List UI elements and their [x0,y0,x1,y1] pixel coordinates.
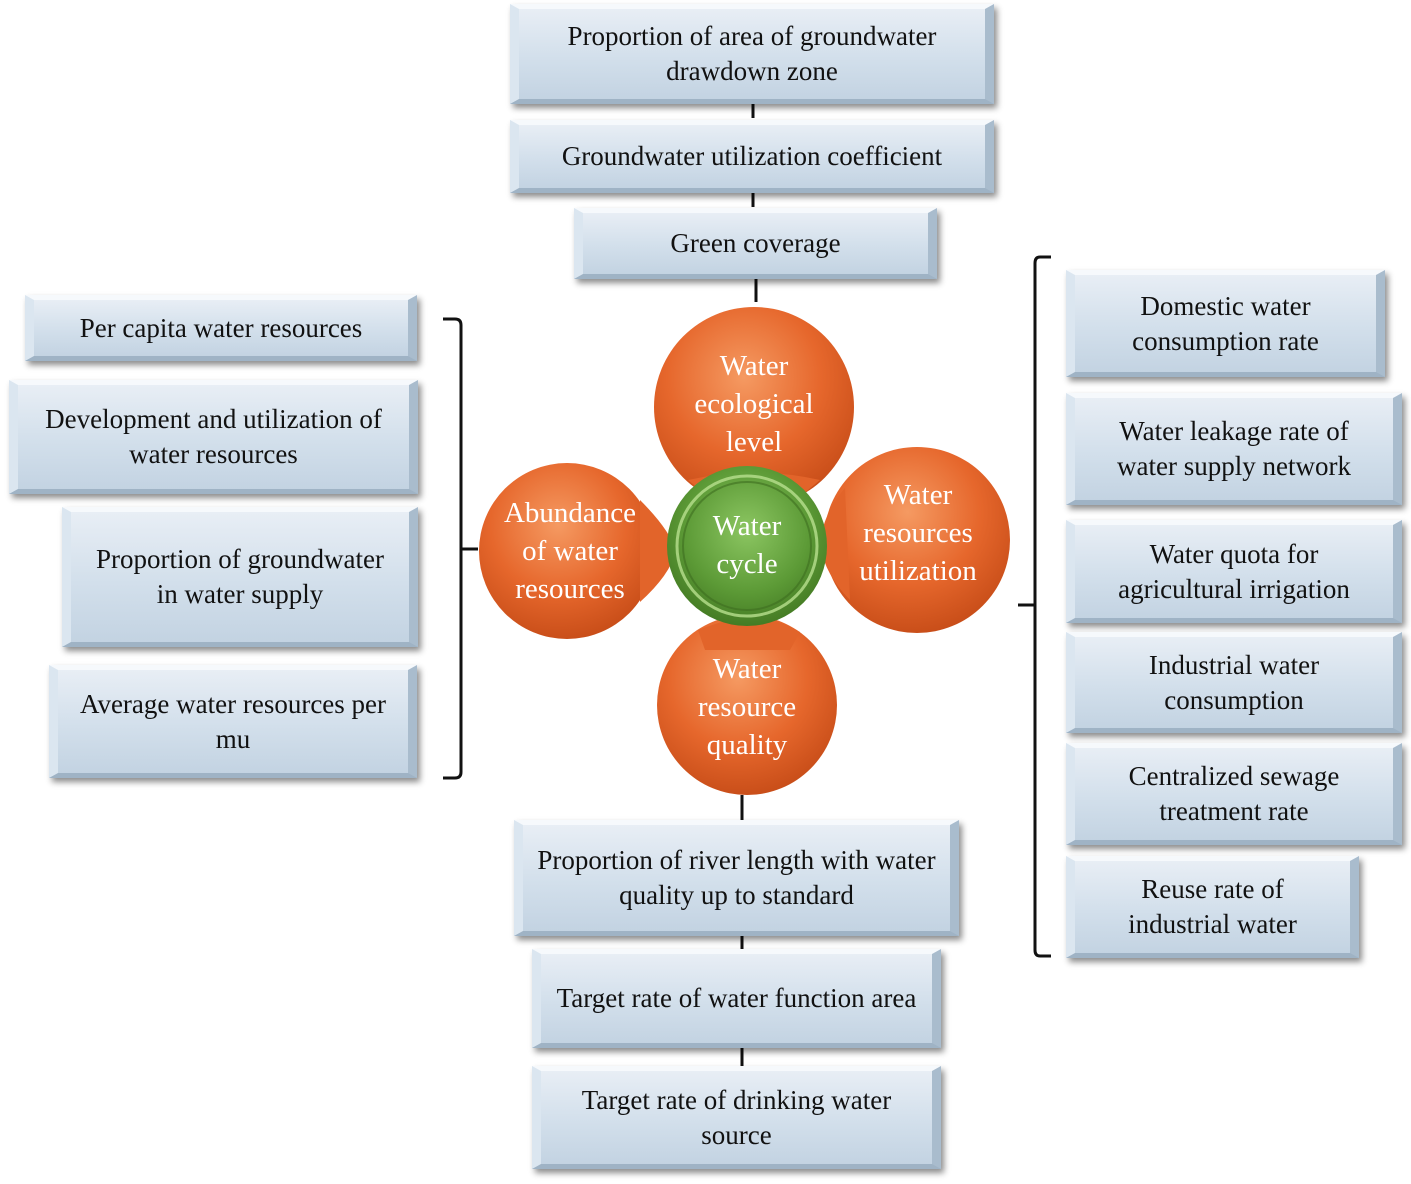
right-bracket [1018,255,1051,958]
bottom-box-drinking-source: Target rate of drinking water source [532,1066,941,1169]
top-box-groundwater-drawdown: Proportion of area of groundwater drawdo… [510,4,994,104]
top-box-green-coverage: Green coverage [574,208,937,279]
right-box-leakage-rate: Water leakage rate of water supply netwo… [1066,393,1402,505]
left-bracket [443,317,478,780]
right-box-sewage-treatment: Centralized sewage treatment rate [1066,743,1402,845]
water-cycle-hub [667,466,827,626]
petal-bottom-label: Water resource quality [697,653,797,761]
hub-label: Water cycle [712,510,782,580]
left-box-groundwater-proportion: Proportion of groundwater in water suppl… [62,507,418,647]
right-box-domestic-consumption: Domestic water consumption rate [1066,270,1385,377]
right-box-industrial-consumption: Industrial water consumption [1066,632,1402,733]
petal-right [820,447,1010,633]
petal-right-label: Water resources utilization [859,479,977,587]
right-box-industrial-reuse: Reuse rate of industrial water [1066,856,1359,958]
right-box-irrigation-quota: Water quota for agricultural irrigation [1066,520,1402,623]
petal-left-label: Abundance of water resources [503,497,637,605]
petal-top-label: Water ecological level [694,350,814,458]
top-box-groundwater-utilization: Groundwater utilization coefficient [510,120,994,193]
bottom-box-function-area: Target rate of water function area [532,949,941,1048]
bottom-box-river-length: Proportion of river length with water qu… [514,820,959,936]
petal-bottom [657,615,837,795]
top-connectors [751,104,758,302]
left-box-per-capita: Per capita water resources [25,295,417,361]
left-box-development-utilization: Development and utilization of water res… [9,380,418,494]
left-box-average-per-mu: Average water resources per mu [49,665,417,778]
petal-left [479,463,676,639]
